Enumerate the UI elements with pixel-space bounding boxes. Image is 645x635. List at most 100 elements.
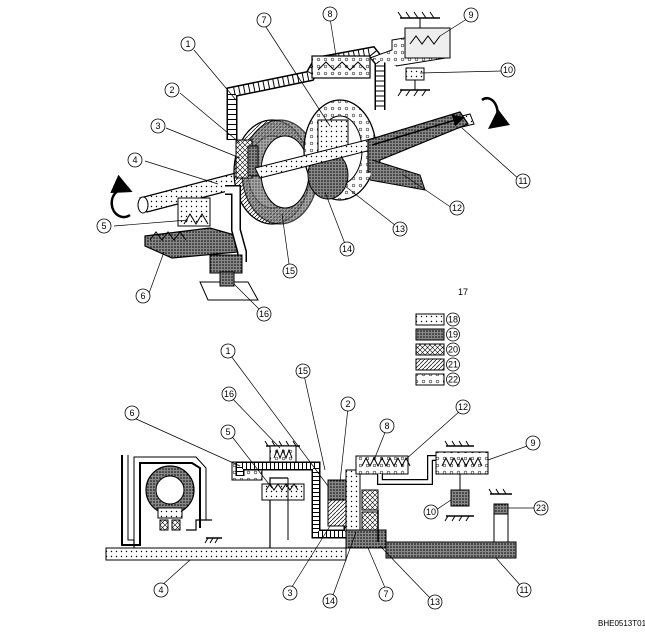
bottom-callout-circle-4	[153, 582, 169, 598]
top-callout-circle-6	[135, 288, 151, 304]
cutaway-illustration	[110, 11, 510, 301]
legend-swatch-20	[415, 343, 445, 356]
legend-number-circle-21	[446, 357, 460, 372]
top-callout-circle-13	[392, 221, 408, 237]
bottom-callout-circle-11	[516, 582, 532, 598]
top-callout-circle-2	[164, 82, 180, 98]
bottom-leader-lines	[133, 355, 534, 600]
legend-number-circle-22	[446, 372, 460, 387]
bottom-callout-circle-14	[322, 593, 338, 609]
schematic	[105, 440, 517, 561]
legend-number-circle-19	[446, 327, 460, 342]
bottom-callout-circle-2	[340, 396, 356, 412]
top-callout-circle-5	[96, 218, 112, 234]
top-right-gear-block	[404, 27, 451, 59]
top-callout-5: 5	[101, 221, 106, 231]
bottom-callout-11: 11	[519, 585, 528, 595]
bottom-callout-7: 7	[383, 589, 388, 599]
bottom-callout-circle-13	[427, 594, 443, 610]
bottom-callout-circle-9	[525, 435, 541, 451]
top-callout-circle-4	[127, 152, 143, 168]
legend-number-circle-18	[446, 312, 460, 327]
bottom-callout-23: 23	[536, 503, 546, 513]
top-callout-circle-12	[449, 200, 465, 216]
top-callout-circle-14	[339, 241, 355, 257]
schematic-input-shaft	[105, 547, 347, 561]
top-callout-circle-1	[180, 36, 196, 52]
top-callout-3: 3	[155, 121, 160, 131]
bottom-callout-circle-16	[221, 386, 237, 402]
legend-number-20: 20	[448, 345, 458, 355]
bottom-callout-circle-8	[379, 418, 395, 434]
top-callout-14: 14	[342, 244, 352, 254]
bottom-callout-circle-6	[124, 405, 140, 421]
top-callout-circle-7	[256, 12, 272, 28]
bottom-callout-15: 15	[298, 366, 308, 376]
bottom-callout-2: 2	[345, 399, 350, 409]
top-callout-10: 10	[503, 65, 513, 75]
legend-number-21: 21	[448, 360, 458, 370]
top-callout-11: 11	[518, 176, 527, 186]
bottom-callout-circle-7	[378, 586, 394, 602]
legend-swatch-18	[415, 313, 445, 326]
bottom-callout-14: 14	[325, 596, 335, 606]
legend-number-circle-20	[446, 342, 460, 357]
top-callout-circle-3	[150, 118, 166, 134]
legend-swatch-22	[415, 373, 445, 386]
bottom-callout-5: 5	[225, 427, 230, 437]
output-shaft	[367, 111, 469, 173]
schematic-output-shaft	[385, 541, 517, 559]
bottom-callout-circle-15	[295, 363, 311, 379]
oil-pump	[144, 227, 239, 259]
bottom-callout-10: 10	[426, 507, 436, 517]
legend-number-18: 18	[448, 315, 458, 325]
top-callout-13: 13	[395, 224, 405, 234]
figure-code: BHE0513T010	[598, 619, 645, 628]
output-rotation-arrow	[481, 97, 510, 130]
bottom-callout-6: 6	[129, 408, 134, 418]
bottom-callout-8: 8	[384, 421, 389, 431]
legend-swatch-21	[415, 358, 445, 371]
top-callout-7: 7	[261, 15, 266, 25]
top-callout-circle-16	[256, 306, 272, 322]
top-callout-8: 8	[327, 9, 332, 19]
bottom-callout-12: 12	[458, 402, 468, 412]
legend-number-22: 22	[448, 375, 458, 385]
top-callout-9: 9	[468, 10, 473, 20]
bottom-callout-3: 3	[287, 588, 292, 598]
bottom-callout-circle-23	[533, 500, 549, 516]
top-callout-2: 2	[169, 85, 174, 95]
top-callout-15: 15	[285, 266, 295, 276]
top-callout-circle-8	[322, 6, 338, 22]
legend-title-number: 17	[458, 287, 468, 297]
top-callout-circle-11	[515, 173, 531, 189]
legend-swatch-19	[415, 328, 445, 341]
input-rotation-arrow	[110, 174, 133, 219]
top-callout-circle-15	[282, 263, 298, 279]
bottom-callout-9: 9	[530, 438, 535, 448]
top-callout-4: 4	[132, 155, 137, 165]
top-callout-1: 1	[185, 39, 190, 49]
torque-converter-schematic	[121, 455, 201, 546]
bottom-callout-circle-5	[220, 424, 236, 440]
bottom-callout-4: 4	[158, 585, 163, 595]
bottom-callout-circle-3	[282, 585, 298, 601]
valve-body	[311, 55, 371, 79]
bottom-callout-16: 16	[224, 389, 234, 399]
bottom-callout-circle-1	[220, 343, 236, 359]
top-callout-circle-10	[500, 62, 516, 78]
top-callout-16: 16	[259, 309, 269, 319]
top-leader-lines	[113, 16, 521, 315]
legend: 17 18 19 20 21 22	[415, 287, 468, 387]
top-callout-circle-9	[463, 7, 479, 23]
legend-number-19: 19	[448, 330, 458, 340]
top-callout-12: 12	[452, 203, 462, 213]
bottom-callout-circle-10	[423, 504, 439, 520]
bottom-callout-13: 13	[430, 597, 440, 607]
top-callout-6: 6	[140, 291, 145, 301]
bottom-callout-1: 1	[225, 346, 230, 356]
bottom-callout-circle-12	[455, 399, 471, 415]
